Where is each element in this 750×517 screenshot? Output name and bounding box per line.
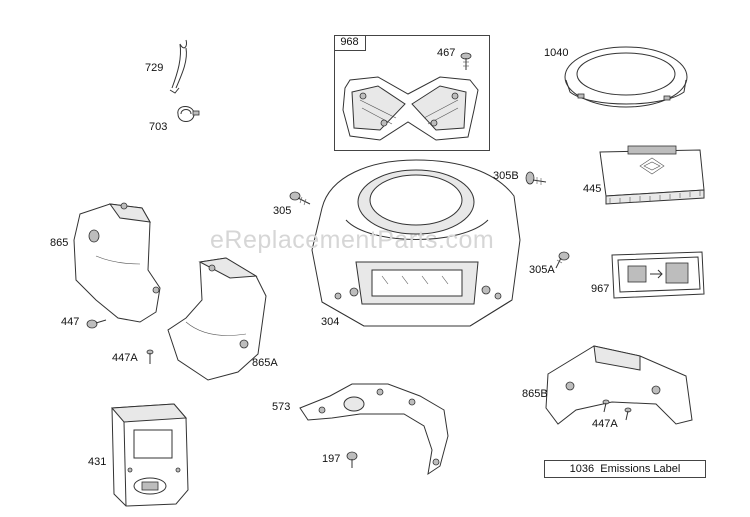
part-304-label: 304 [321, 316, 340, 328]
part-573-label: 573 [272, 401, 291, 413]
part-305B-label: 305B [493, 170, 519, 182]
emissions-label-text: Emissions Label [600, 463, 681, 475]
part-865B-label: 865B [522, 388, 548, 400]
part-865A-shroud-drawing [167, 257, 267, 381]
part-197-screw-drawing [346, 451, 358, 468]
part-703-label: 703 [149, 121, 168, 133]
part-305A-screw-drawing [555, 251, 570, 269]
part-729-label: 729 [145, 62, 164, 74]
part-445-label: 445 [583, 183, 602, 195]
watermark: eReplacementParts.com [210, 226, 495, 254]
part-865A-label: 865A [252, 357, 278, 369]
part-305B-screw-drawing [525, 171, 547, 185]
part-447-label: 447 [61, 316, 80, 328]
part-431-label: 431 [88, 456, 107, 468]
part-305-screw-drawing [289, 191, 311, 206]
part-447A-label: 447A [112, 352, 138, 364]
emissions-label-number: 1036 [569, 463, 595, 475]
part-447A-screws-right-drawing [602, 399, 632, 421]
part-967-label: 967 [591, 283, 610, 295]
part-304-housing-drawing [311, 159, 521, 327]
part-197-label: 197 [322, 453, 341, 465]
part-573-baffle-drawing [299, 383, 449, 476]
part-968-cover-drawing [342, 76, 479, 141]
part-305-label: 305 [273, 205, 292, 217]
part-447-screw-drawing [86, 319, 107, 329]
emissions-label-box: 1036 Emissions Label [544, 460, 706, 478]
part-968-box [334, 35, 490, 151]
part-467-label: 467 [437, 47, 456, 59]
part-447A-right-label: 447A [592, 418, 618, 430]
part-447A-screw-drawing [146, 349, 154, 364]
part-305A-label: 305A [529, 264, 555, 276]
part-967-label-drawing [611, 251, 705, 299]
part-431-bracket-drawing [110, 403, 189, 507]
part-1040-label: 1040 [544, 47, 569, 59]
part-865-shroud-drawing [73, 202, 161, 323]
part-968-label: 968 [334, 35, 366, 51]
part-703-clamp-drawing [177, 106, 200, 122]
part-865B-shroud-drawing [545, 345, 693, 425]
part-865-label: 865 [50, 237, 69, 249]
part-445-filter-drawing [599, 145, 705, 205]
part-467-screw-drawing [460, 52, 472, 70]
part-729-clip-drawing [169, 39, 187, 94]
part-1040-ring-drawing [564, 46, 688, 108]
